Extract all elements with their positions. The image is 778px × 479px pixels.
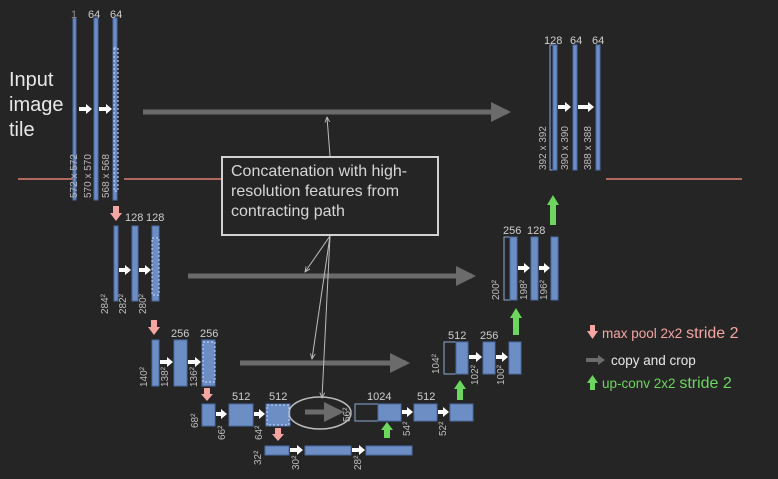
channel-label: 256 xyxy=(171,328,190,340)
pointer-lines xyxy=(305,117,331,398)
channel-label: 64 xyxy=(110,9,123,21)
u2-conv2-block xyxy=(550,236,559,301)
size-label: 30² xyxy=(291,455,302,470)
u4-up-block xyxy=(377,403,402,422)
l2-conv1-block xyxy=(131,225,139,302)
size-label: 54² xyxy=(402,421,413,436)
legend-upconv-icon xyxy=(587,375,598,390)
size-label: 104² xyxy=(431,353,442,374)
channel-label: 128 xyxy=(125,212,144,224)
u1-up-block xyxy=(552,44,558,171)
size-label: 28² xyxy=(353,455,364,470)
u2-up-block xyxy=(509,236,518,301)
u1-conv1-block xyxy=(572,44,578,171)
u3-conv2-block xyxy=(508,341,522,375)
size-label: 138² xyxy=(160,366,171,387)
legend-copy-icon xyxy=(586,355,605,365)
channel-label: 128 xyxy=(146,212,165,224)
size-label: 390 x 390 xyxy=(560,126,571,170)
size-label: 392 x 392 xyxy=(538,126,549,170)
channel-label: 128 xyxy=(527,225,546,237)
l5-pool-block xyxy=(264,445,290,456)
channel-label: 512 xyxy=(448,330,467,342)
l1-conv2-block xyxy=(112,17,118,201)
l3-conv2-block xyxy=(201,339,216,387)
size-label: 136² xyxy=(189,366,200,387)
l4-conv2-block xyxy=(265,403,291,427)
maxpool-arrows xyxy=(110,206,284,441)
concatenation-annotation: Concatenation with high-resolution featu… xyxy=(221,156,439,236)
l3-pool-block xyxy=(151,339,160,387)
l1-conv1-block xyxy=(93,17,99,201)
size-label: 282² xyxy=(118,293,129,314)
size-label: 200² xyxy=(491,279,502,300)
legend-maxpool-label: max pool 2x2 stride 2 xyxy=(602,325,739,342)
conv-arrows xyxy=(79,102,594,455)
channel-label: 1 xyxy=(71,9,78,21)
size-label: 56² xyxy=(342,407,353,422)
size-label: 102² xyxy=(470,364,481,385)
size-label: 568 x 568 xyxy=(101,154,112,198)
copy-crop-arrows xyxy=(143,102,511,422)
channel-label: 512 xyxy=(417,391,436,403)
size-label: 572 x 572 xyxy=(69,154,80,198)
channel-label: 512 xyxy=(232,391,251,403)
u2-conv1-block xyxy=(530,236,539,301)
size-label: 100² xyxy=(496,364,507,385)
size-label: 64² xyxy=(254,425,265,440)
u3-up-block xyxy=(455,341,469,375)
l5-conv1-block xyxy=(304,445,352,456)
u3-conv1-block xyxy=(482,341,496,375)
upconv-arrows xyxy=(381,195,559,438)
l4-pool-block xyxy=(201,403,216,427)
u4-crop-block xyxy=(354,403,379,422)
size-label: 140² xyxy=(139,366,150,387)
size-label: 280² xyxy=(138,293,149,314)
size-label: 196² xyxy=(539,279,550,300)
legend-maxpool-icon xyxy=(587,325,598,339)
channel-label: 256 xyxy=(200,328,219,340)
size-label: 68² xyxy=(190,413,201,428)
channel-label: 64 xyxy=(88,9,101,21)
l5-conv2-block xyxy=(365,445,413,456)
legend-upconv-label: up-conv 2x2 stride 2 xyxy=(602,375,732,392)
size-label: 388 x 388 xyxy=(583,126,594,170)
channel-label: 256 xyxy=(503,225,522,237)
u2-crop-block xyxy=(503,236,511,301)
size-label: 198² xyxy=(519,279,530,300)
size-label: 32² xyxy=(253,450,264,465)
size-label: 570 x 570 xyxy=(83,154,94,198)
u3-crop-block xyxy=(443,341,457,375)
l2-conv2-block xyxy=(151,225,160,302)
channel-label: 512 xyxy=(269,391,288,403)
l1-input-block xyxy=(72,17,77,201)
channel-label: 64 xyxy=(570,35,583,47)
u1-conv2-block xyxy=(595,44,601,171)
feature-blocks xyxy=(72,17,601,456)
size-label: 52² xyxy=(438,421,449,436)
channel-label: 128 xyxy=(544,35,563,47)
legend-copy-label: copy and crop xyxy=(611,353,696,368)
l3-conv1-block xyxy=(173,339,188,387)
l2-pool-block xyxy=(113,225,119,302)
channel-label: 64 xyxy=(592,35,605,47)
u4-conv2-block xyxy=(449,403,474,422)
u4-conv1-block xyxy=(413,403,438,422)
l4-conv1-block xyxy=(228,403,254,427)
size-label: 66² xyxy=(217,425,228,440)
input-image-tile-label: Input image tile xyxy=(9,69,64,141)
size-label: 284² xyxy=(100,293,111,314)
channel-label: 256 xyxy=(480,330,499,342)
channel-label: 1024 xyxy=(367,391,392,403)
